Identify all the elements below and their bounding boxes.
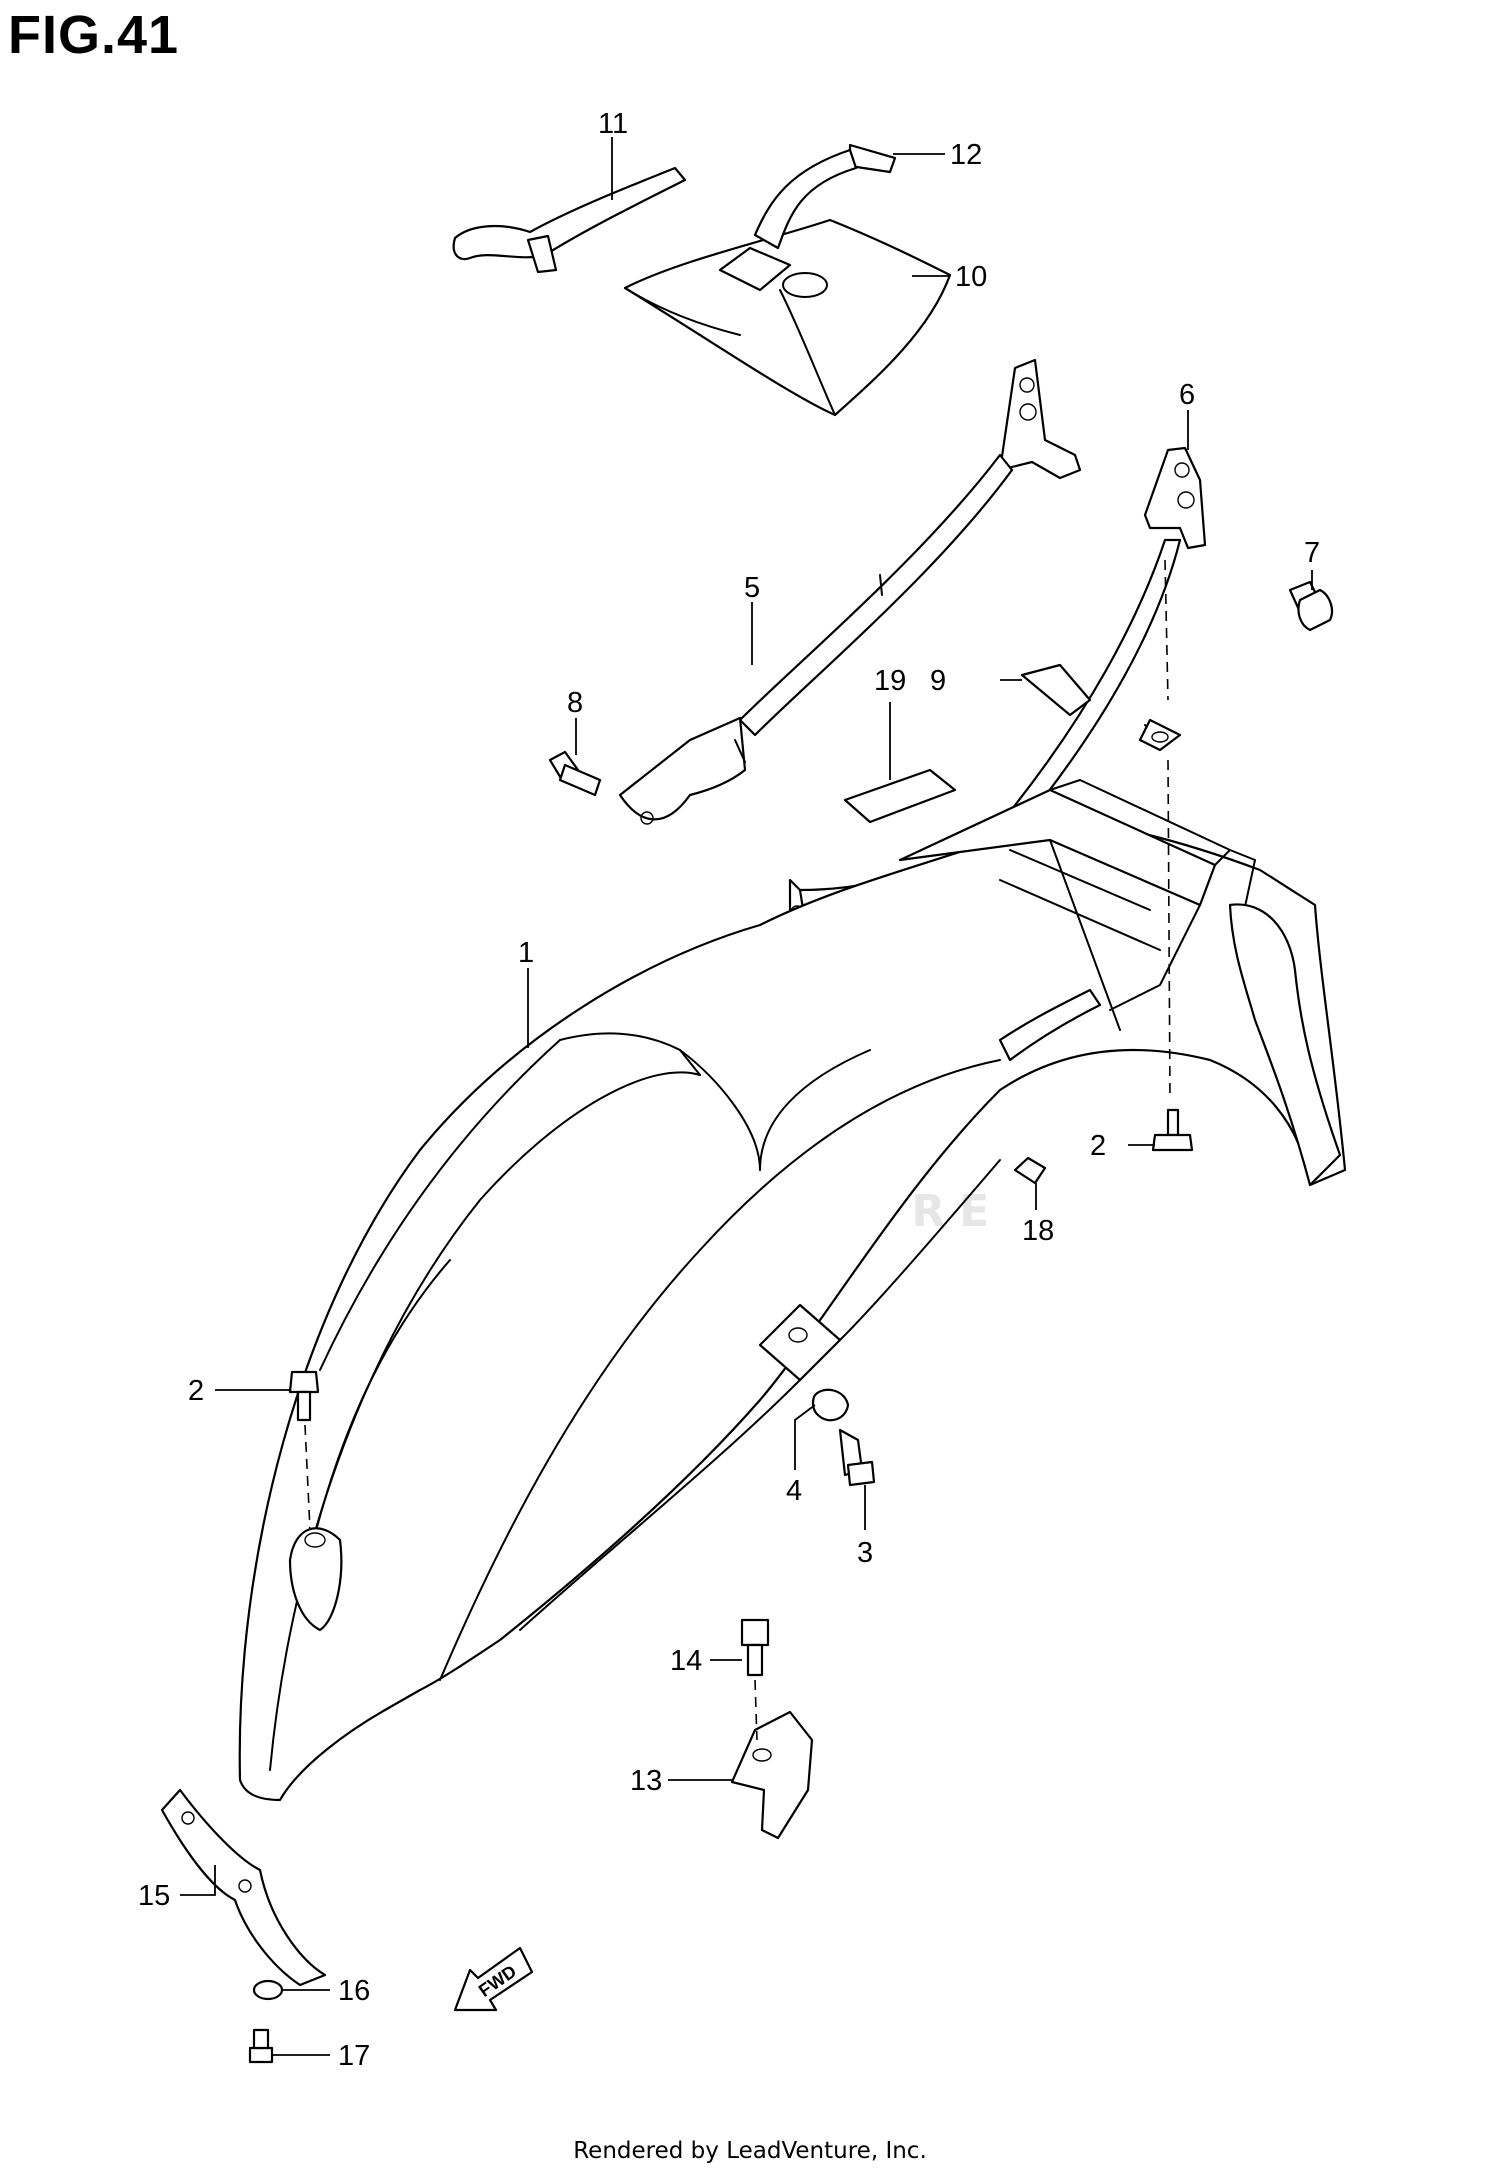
part-14-bolt — [740, 1618, 770, 1677]
callout-8: 8 — [567, 687, 583, 719]
part-1-rear-fender — [238, 779, 1347, 1802]
figure-title: FIG.41 — [8, 5, 180, 65]
part-3-bolt — [838, 1428, 876, 1487]
callout-17: 17 — [338, 2040, 370, 2072]
part-15-mudflap-bracket — [160, 1788, 327, 1987]
callout-12: 12 — [950, 139, 982, 171]
assembly-line-2-left — [304, 1424, 311, 1531]
callout-10: 10 — [955, 261, 987, 293]
part-11-strap — [452, 166, 687, 274]
part-8-bolt — [548, 750, 602, 797]
part-16-grommet — [252, 1979, 284, 2001]
callout-labels: 11 12 10 5 6 7 8 9 19 1 2 18 2 4 3 14 13… — [138, 108, 1320, 2072]
callout-3: 3 — [857, 1537, 873, 1569]
callout-2-left: 2 — [188, 1375, 204, 1407]
part-17-screw — [248, 2028, 274, 2064]
fwd-arrow: FWD — [453, 1946, 534, 2012]
callout-7: 7 — [1304, 537, 1320, 569]
part-5-grab-bar — [618, 358, 1082, 825]
part-13-clamp — [730, 1710, 814, 1840]
callout-4: 4 — [786, 1475, 802, 1507]
part-7-bolt — [1288, 580, 1334, 632]
part-18-label — [1013, 1156, 1047, 1185]
footer-credit: Rendered by LeadVenture, Inc. — [573, 2138, 927, 2164]
part-4-nut — [811, 1388, 850, 1422]
part-2-bolt-left — [288, 1370, 320, 1422]
callout-6: 6 — [1179, 379, 1195, 411]
callout-19: 19 — [874, 665, 906, 697]
callout-18: 18 — [1022, 1215, 1054, 1247]
callout-13: 13 — [630, 1765, 662, 1797]
callout-9: 9 — [930, 665, 946, 697]
part-12-strap — [718, 143, 897, 292]
callout-1: 1 — [518, 937, 534, 969]
part-10-seat-pad — [623, 218, 952, 417]
callout-16: 16 — [338, 1975, 370, 2007]
part-9-bracket — [1020, 663, 1182, 752]
callout-11: 11 — [598, 108, 628, 140]
callout-14: 14 — [670, 1645, 702, 1677]
part-2-bolt-top-right — [1151, 1108, 1194, 1152]
callout-leaders — [180, 137, 1313, 2056]
callout-2-top: 2 — [1090, 1130, 1106, 1162]
part-19-label — [843, 768, 957, 824]
callout-5: 5 — [744, 572, 760, 604]
assembly-line-6 — [1164, 559, 1171, 1101]
callout-15: 15 — [138, 1880, 170, 1912]
